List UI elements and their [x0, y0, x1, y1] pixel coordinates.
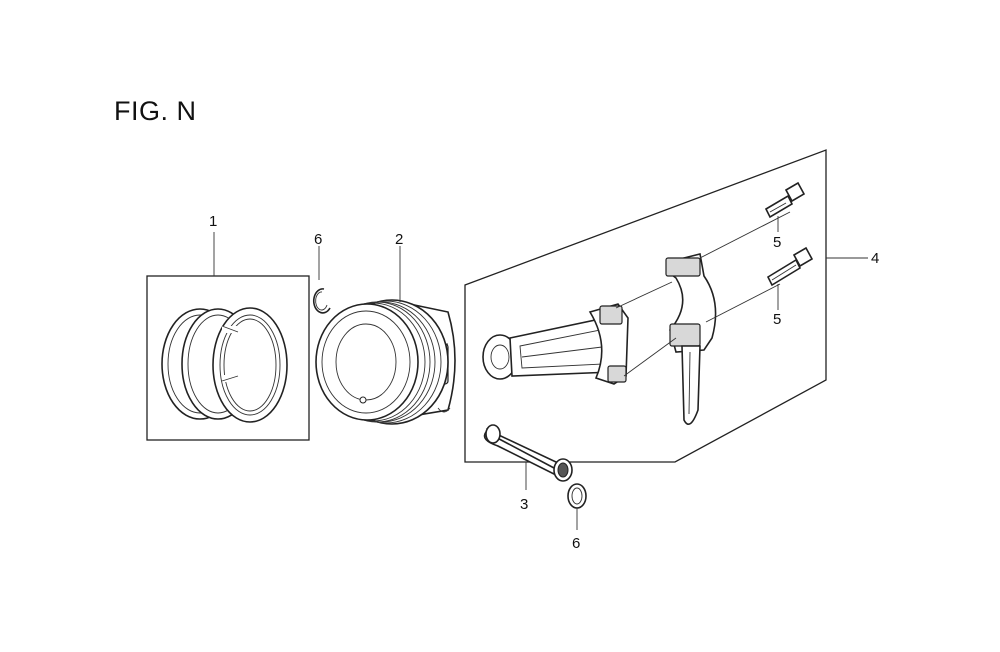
- rod-cap: [665, 253, 717, 426]
- bolt-lower: [766, 246, 814, 287]
- piston: [315, 299, 456, 425]
- callout-1: 1: [209, 213, 217, 230]
- connecting-rod: [482, 303, 629, 385]
- callout-5-lower: 5: [773, 311, 781, 328]
- oil-dipper: [681, 345, 701, 426]
- piston-ring-set: [146, 275, 310, 441]
- figure-title: FIG. N: [114, 96, 197, 126]
- callout-2: 2: [395, 231, 403, 248]
- bolt-upper: [764, 181, 806, 219]
- piston-crown: [315, 303, 419, 421]
- pin-clip-upper: [312, 288, 331, 314]
- pin-clip-lower: [567, 483, 587, 509]
- callout-6-lower: 6: [572, 535, 580, 552]
- ring-oil: [212, 307, 288, 423]
- callout-3: 3: [520, 496, 528, 513]
- callout-5-upper: 5: [773, 234, 781, 251]
- callout-4: 4: [871, 250, 879, 267]
- ring-set-frame: [146, 275, 310, 441]
- piston-pin: [483, 424, 573, 482]
- callout-6-upper: 6: [314, 231, 322, 248]
- rod-assembly-frame: [464, 149, 827, 463]
